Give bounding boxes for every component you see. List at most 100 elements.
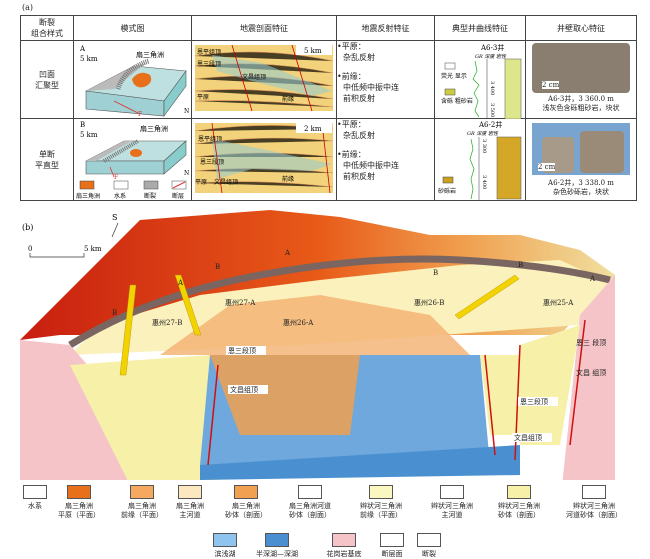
legend-item: 辫状河三角洲 前缘（平面） <box>346 485 416 520</box>
svg-text:惠州26-A: 惠州26-A <box>283 318 314 327</box>
north-arrow-label: S <box>112 213 117 222</box>
core-scale: 2 cm <box>538 163 556 171</box>
svg-text:5 km: 5 km <box>304 47 322 55</box>
legend-swatch-icon <box>369 485 393 499</box>
svg-text:2 km: 2 km <box>304 125 322 133</box>
fault-scarp <box>68 255 611 348</box>
legend-label: 断裂 <box>422 550 436 558</box>
svg-text:断层: 断层 <box>172 192 184 200</box>
reflection-features: •平原：杂乱反射 •前缘：中低频中振中连前积反射 <box>336 40 435 119</box>
legend-item: 断层面 <box>357 533 427 559</box>
legend-swatch-icon <box>380 533 404 547</box>
fan-delta-front <box>160 295 470 355</box>
svg-text:含砾 粗砂岩: 含砾 粗砂岩 <box>441 97 473 105</box>
block-diagram: (b) S 0 5 km 惠州27-A 惠州27-B 惠州26-A 惠州26-B… <box>20 210 615 480</box>
style-name: 单断 平直型 <box>35 149 59 170</box>
legend-label: 辫状河三角洲 主河道 <box>431 502 473 519</box>
style-name: 凹面 汇聚型 <box>35 69 59 90</box>
svg-text:文昌组顶: 文昌组顶 <box>514 433 542 442</box>
legend-label: 花岗岩基底 <box>326 550 362 558</box>
legend-label: 扇三角洲 砂体（剖面） <box>225 502 267 519</box>
legend-swatch-icon <box>67 485 91 499</box>
legend-swatch-icon <box>178 485 202 499</box>
svg-text:B: B <box>80 121 85 129</box>
core-scale: 2 cm <box>542 81 560 89</box>
svg-text:3 300: 3 300 <box>481 139 487 153</box>
legend-item: 扇三角洲河道 砂体（剖面） <box>275 485 345 520</box>
svg-text:水系: 水系 <box>114 192 126 200</box>
svg-text:GR 深度 岩性: GR 深度 岩性 <box>467 130 499 137</box>
fan-delta-section <box>210 355 360 435</box>
fault-style-table: 断裂 组合样式 模式图 地震剖面特征 地震反射特征 典型井曲线特征 井壁取心特征… <box>20 15 637 201</box>
svg-text:砂砾岩: 砂砾岩 <box>438 187 456 195</box>
legend-label: 断层面 <box>381 550 403 558</box>
svg-text:文昌组顶: 文昌组顶 <box>230 385 258 394</box>
north-arrow-icon <box>111 222 119 238</box>
braided-delta-section-mid <box>480 355 520 435</box>
reflection-features: •平原：杂乱反射 •前缘：中低频中振中连前积反射 <box>336 118 435 201</box>
legend-swatch-icon <box>23 485 47 499</box>
svg-text:GR 深度 岩性: GR 深度 岩性 <box>475 53 507 60</box>
legend-label: 扇三角洲 前缘（平面） <box>121 502 163 519</box>
svg-text:平原: 平原 <box>195 179 207 186</box>
legend-label: 扇三角洲河道 砂体（剖面） <box>289 502 331 519</box>
braided-channels <box>119 274 520 376</box>
panel-a-label: (a) <box>22 3 34 12</box>
core-caption: A6-2井，3 338.0 m 杂色砂砾岩，块状 <box>548 179 614 196</box>
scale-bar <box>29 253 85 258</box>
svg-text:B: B <box>433 269 438 277</box>
svg-text:F: F <box>138 111 142 118</box>
legend-item: 半深湖—深湖 <box>242 533 312 559</box>
legend-item: 滨浅湖 <box>190 533 260 559</box>
svg-text:B: B <box>518 261 523 269</box>
svg-text:N: N <box>184 108 189 115</box>
model-diagram: F B 5 km 扇三角洲 N 扇三角洲 水系 断裂 断层 <box>73 118 192 201</box>
braided-delta-section-left <box>70 355 219 480</box>
legend-item: 辫状河三角洲 砂体（剖面） <box>484 485 554 520</box>
legend-swatch-icon <box>440 485 464 499</box>
legend-item: 水系 <box>0 485 70 511</box>
svg-text:前缘: 前缘 <box>282 175 294 183</box>
svg-text:荧光 显示: 荧光 显示 <box>441 72 467 80</box>
core-photo: 2 cm A6-3井，3 360.0 m 浅灰色含砾粗砂岩，块状 <box>525 40 637 119</box>
svg-text:惠州27-B: 惠州27-B <box>152 318 182 327</box>
svg-text:惠州25-A: 惠州25-A <box>543 298 574 307</box>
svg-text:5 km: 5 km <box>84 245 102 253</box>
svg-text:恩三段顶: 恩三段顶 <box>520 397 548 406</box>
legend-swatch-icon <box>265 533 289 547</box>
legend-item: 扇三角洲 砂体（剖面） <box>211 485 281 520</box>
svg-text:文昌组顶: 文昌组顶 <box>214 178 238 186</box>
svg-text:扇三角洲: 扇三角洲 <box>140 124 168 133</box>
seismic-section: 恩平组顶 恩三段顶 文昌组顶 平原 前缘 5 km <box>191 40 337 119</box>
svg-text:文昌组顶: 文昌组顶 <box>242 73 266 81</box>
svg-text:3 400: 3 400 <box>481 175 487 189</box>
svg-text:A6-3井: A6-3井 <box>480 43 504 52</box>
header-model: 模式图 <box>73 15 192 41</box>
svg-text:扇三角洲: 扇三角洲 <box>136 50 164 59</box>
legend-label: 半深湖—深湖 <box>256 550 298 558</box>
legend-swatch-icon <box>234 485 258 499</box>
header-core: 井壁取心特征 <box>525 15 637 41</box>
core-caption: A6-3井，3 360.0 m 浅灰色含砾粗砂岩，块状 <box>542 95 620 112</box>
well-log: A6-3井 GR 深度 岩性 荧光 显示 含砾 粗砂岩 3 400 3 500 <box>434 40 526 119</box>
svg-text:B: B <box>215 263 220 271</box>
fan-delta-shape <box>132 72 152 88</box>
legend-item: 断裂 <box>394 533 464 559</box>
svg-text:恩平组顶: 恩平组顶 <box>198 135 222 143</box>
model-diagram: F A 5 km 扇三角洲 N <box>73 40 192 119</box>
deep-lake-section <box>200 445 520 480</box>
svg-text:A: A <box>589 275 596 283</box>
header-well: 典型井曲线特征 <box>434 15 526 41</box>
legend-swatch-icon <box>417 533 441 547</box>
legend-label: 辫状河三角洲 前缘（平面） <box>360 502 402 519</box>
svg-text:F: F <box>114 174 118 181</box>
svg-text:扇三角洲: 扇三角洲 <box>76 192 100 200</box>
svg-text:A6-2井: A6-2井 <box>478 120 502 129</box>
svg-text:恩三段顶: 恩三段顶 <box>200 158 224 166</box>
header-reflection: 地震反射特征 <box>336 15 435 41</box>
svg-text:前缘: 前缘 <box>282 95 294 103</box>
legend-label: 辫状河三角洲 河道砂体（剖面） <box>566 502 622 519</box>
svg-text:A: A <box>79 45 86 53</box>
svg-text:断裂: 断裂 <box>144 192 156 200</box>
braided-delta-section-right <box>520 325 580 445</box>
